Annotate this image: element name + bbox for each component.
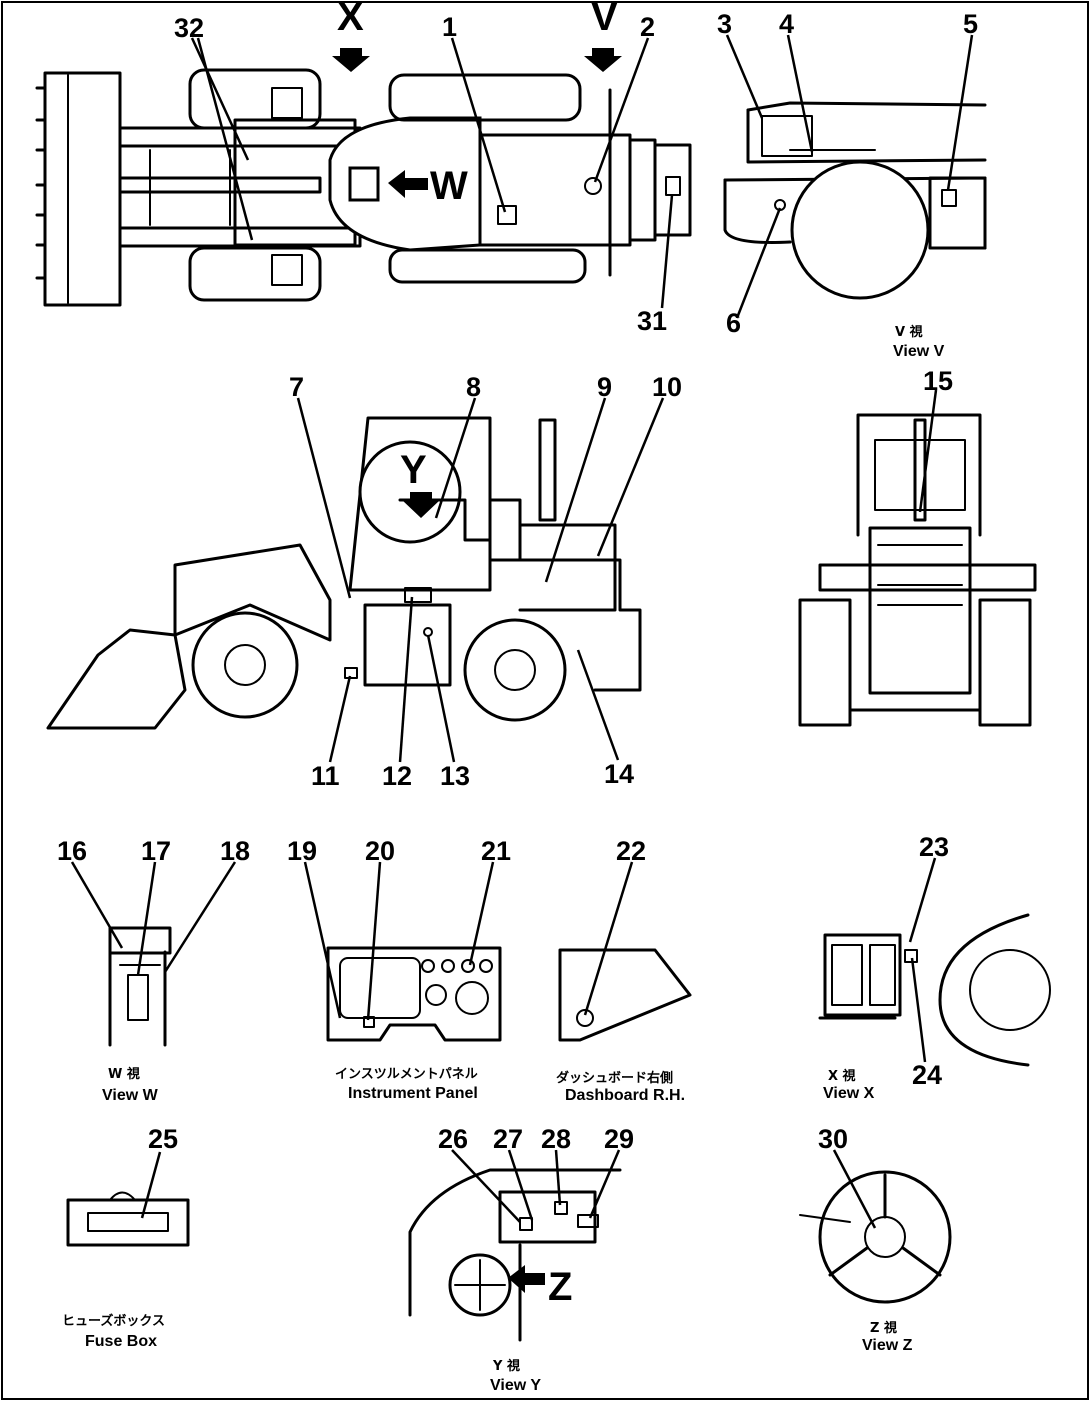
callout-26: 26 (438, 1124, 468, 1154)
view-marker-z: Z (548, 1265, 572, 1309)
callout-numbers: 1 2 3 4 5 6 7 8 9 10 11 12 13 14 15 16 1… (57, 9, 978, 1154)
callout-16: 16 (57, 836, 87, 866)
callout-23: 23 (919, 832, 949, 862)
callout-20: 20 (365, 836, 395, 866)
view-marker-y: Y (400, 448, 427, 492)
dashboard-rh-drawing (558, 948, 692, 1042)
callout-11: 11 (311, 761, 340, 791)
caption-dashboard-rh-jp: ダッシュボード右側 (556, 1070, 673, 1086)
caption-view-x-jp: X 視 (828, 1068, 856, 1084)
callout-17: 17 (141, 836, 171, 866)
callout-31: 31 (637, 306, 667, 336)
arrow-left-icon (508, 1265, 545, 1293)
callout-28: 28 (541, 1124, 571, 1154)
callout-3: 3 (717, 9, 732, 39)
view-marker-x: X (337, 0, 364, 39)
callout-5: 5 (963, 9, 978, 39)
callout-14: 14 (604, 759, 634, 789)
callout-32: 32 (174, 13, 204, 43)
rear-view (798, 413, 1037, 727)
instrument-panel-drawing (326, 946, 502, 1042)
caption-view-v: View V (893, 343, 945, 360)
callout-25: 25 (148, 1124, 178, 1154)
callout-13: 13 (440, 761, 470, 791)
callout-18: 18 (220, 836, 250, 866)
view-y-drawing (408, 1168, 622, 1342)
callout-22: 22 (616, 836, 646, 866)
callout-8: 8 (466, 372, 481, 402)
callout-15: 15 (923, 366, 953, 396)
caption-dashboard-rh: Dashboard R.H. (565, 1087, 685, 1104)
callout-19: 19 (287, 836, 317, 866)
caption-view-y-jp: Y 視 (492, 1358, 520, 1374)
leader-lines (70, 34, 974, 1229)
caption-instrument-panel-jp: インスツルメントパネル (335, 1067, 478, 1082)
caption-view-x: View X (823, 1085, 875, 1102)
view-z-drawing (799, 1170, 952, 1304)
arrow-down-icon (402, 492, 440, 518)
caption-view-w-jp: W 視 (108, 1066, 140, 1082)
view-w-drawing (108, 926, 172, 1047)
arrow-down-icon (332, 48, 370, 72)
view-v-drawing (723, 101, 987, 300)
callout-10: 10 (652, 372, 682, 402)
caption-fuse-box: Fuse Box (85, 1333, 157, 1350)
callout-30: 30 (818, 1124, 848, 1154)
caption-instrument-panel: Instrument Panel (348, 1085, 478, 1102)
callout-27: 27 (493, 1124, 523, 1154)
caption-view-w: View W (102, 1087, 159, 1104)
fuse-box-drawing (66, 1191, 190, 1247)
caption-fuse-box-jp: ヒューズボックス (62, 1313, 165, 1329)
side-view (46, 416, 642, 730)
caption-view-v-jp: V 視 (895, 324, 923, 340)
callout-1: 1 (442, 12, 457, 42)
view-x-drawing (818, 913, 1051, 1067)
caption-view-y: View Y (490, 1377, 541, 1394)
callout-9: 9 (597, 372, 612, 402)
caption-view-z-jp: Z 視 (870, 1320, 897, 1336)
callout-6: 6 (726, 308, 741, 338)
arrow-left-icon (388, 170, 428, 198)
callout-7: 7 (289, 372, 304, 402)
view-marker-w: W (430, 164, 468, 208)
callout-2: 2 (640, 12, 655, 42)
callout-12: 12 (382, 761, 412, 791)
callout-21: 21 (481, 836, 511, 866)
callout-24: 24 (912, 1060, 942, 1090)
top-view (35, 68, 692, 307)
callout-29: 29 (604, 1124, 634, 1154)
caption-view-z: View Z (862, 1337, 913, 1354)
arrow-down-icon (584, 48, 622, 72)
callout-4: 4 (779, 9, 794, 39)
view-marker-v: V (591, 0, 618, 39)
